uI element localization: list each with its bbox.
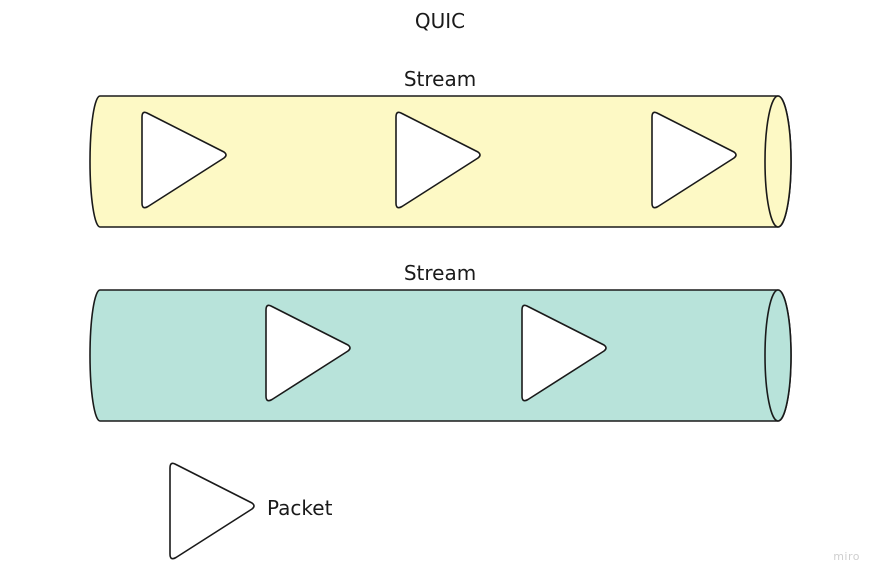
stream-1-pipe <box>89 95 792 228</box>
packet-icon <box>651 111 737 209</box>
legend-packet-label: Packet <box>267 496 333 520</box>
stream-2-label: Stream <box>403 261 477 285</box>
packet-icon <box>141 111 227 209</box>
legend-packet-icon <box>169 462 255 560</box>
stream-1-pipe-end <box>764 95 792 228</box>
packet-icon <box>395 111 481 209</box>
stream-2-pipe-body <box>89 289 792 422</box>
diagram-title: QUIC <box>414 9 466 33</box>
packet-icon <box>265 304 351 402</box>
stream-2-pipe-end <box>764 289 792 422</box>
miro-watermark: miro <box>833 550 860 563</box>
packet-icon <box>521 304 607 402</box>
stream-1-label: Stream <box>403 67 477 91</box>
stream-2-pipe <box>89 289 792 422</box>
